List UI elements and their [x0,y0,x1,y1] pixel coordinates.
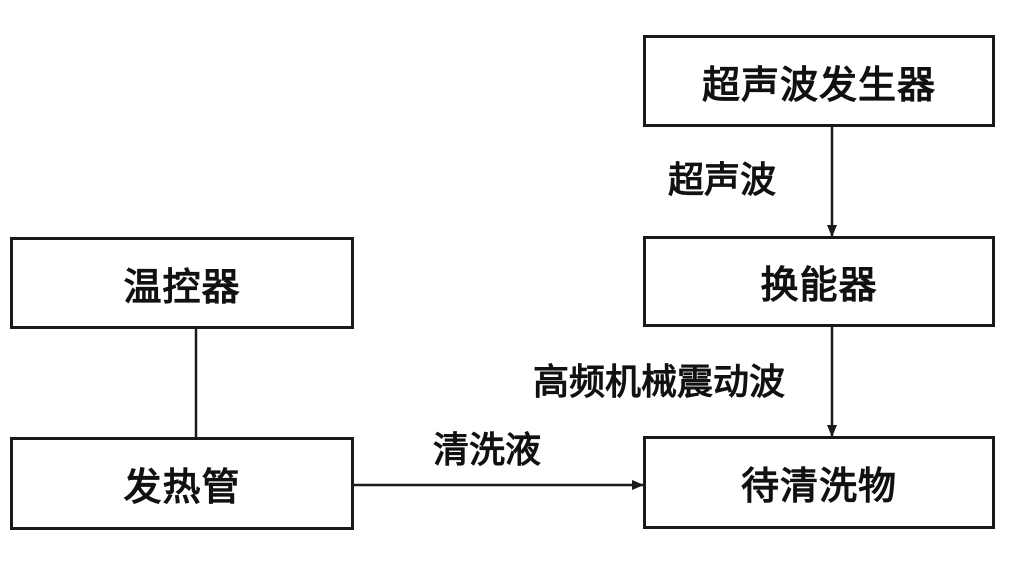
heating-tube-box: 发热管 [10,437,354,530]
ultrasonic-wave-edge-label: 超声波 [668,160,777,201]
object-to-clean-box: 待清洗物 [643,436,995,529]
transducer-label: 换能器 [760,263,878,307]
ultrasonic-generator-label: 超声波发生器 [701,62,936,107]
vibration-wave-edge-label: 高频机械震动波 [533,362,786,403]
transducer-box: 换能器 [643,236,995,327]
temperature-controller-label: 温控器 [123,264,241,309]
ultrasonic-generator-box: 超声波发生器 [643,35,995,127]
heating-tube-label: 发热管 [123,465,241,509]
object-to-clean-label: 待清洗物 [740,464,897,508]
cleaning-liquid-edge-label: 清洗液 [433,430,542,471]
temperature-controller-box: 温控器 [10,237,354,329]
